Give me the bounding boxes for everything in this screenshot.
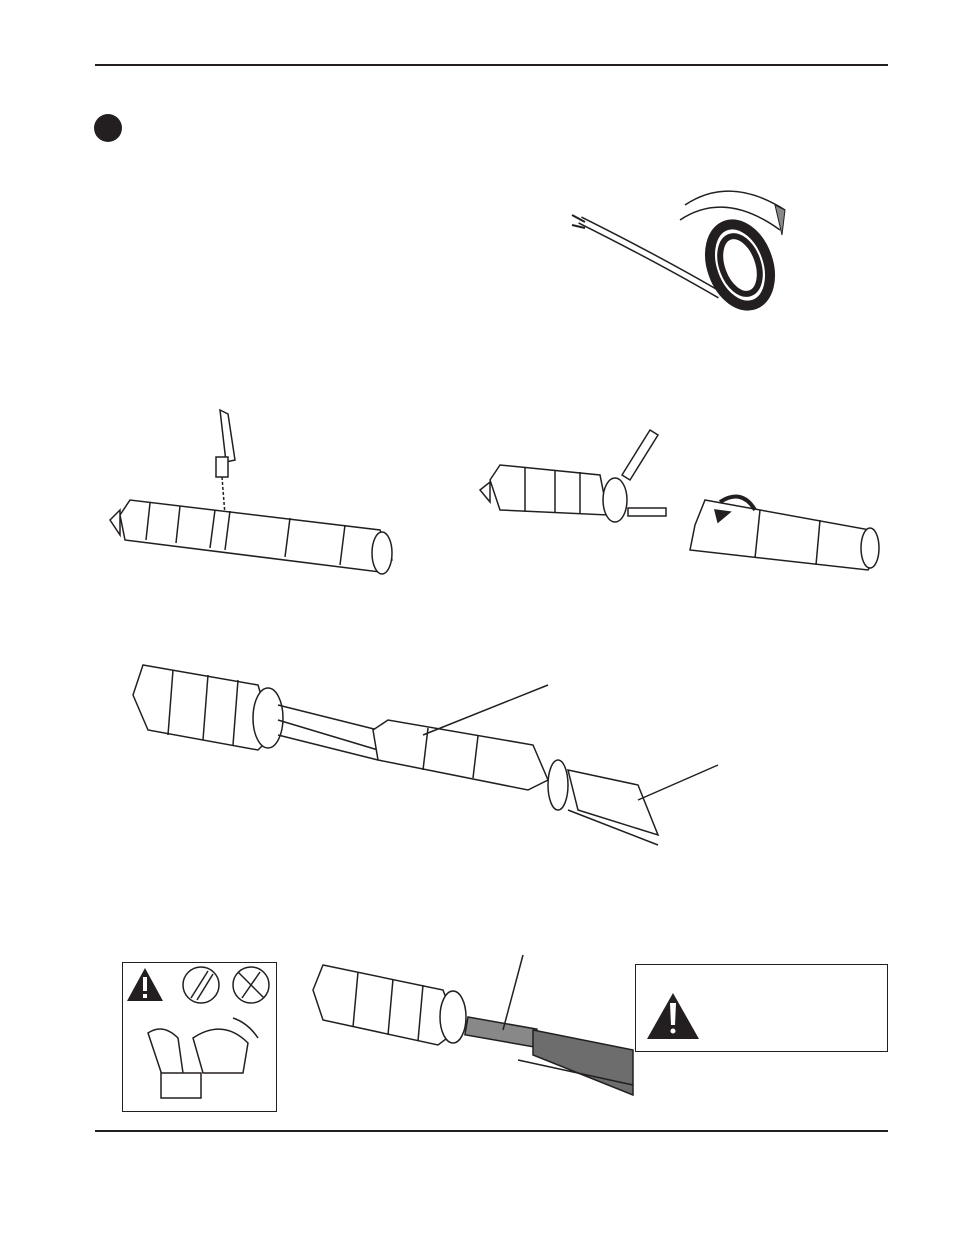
wrench-prohibited-icon	[232, 966, 270, 1004]
hands-wrench-icon	[147, 1017, 259, 1099]
torch-wrench-illustration	[109, 408, 393, 575]
coiled-cable-illustration	[571, 190, 786, 311]
warning-triangle-icon	[127, 968, 163, 1001]
header-rule	[95, 64, 888, 66]
wrench-caution-panel	[122, 962, 277, 1112]
warning-triangle-icon	[647, 993, 699, 1039]
torch-disassembly-illustration	[478, 428, 880, 571]
torch-leads-exploded-illustration	[132, 664, 719, 846]
wrench-allowed-icon	[182, 966, 220, 1004]
footer-rule	[95, 1130, 888, 1132]
step-bullet	[94, 114, 122, 142]
torch-connector-illustration	[312, 954, 634, 1097]
warning-box	[635, 964, 888, 1052]
